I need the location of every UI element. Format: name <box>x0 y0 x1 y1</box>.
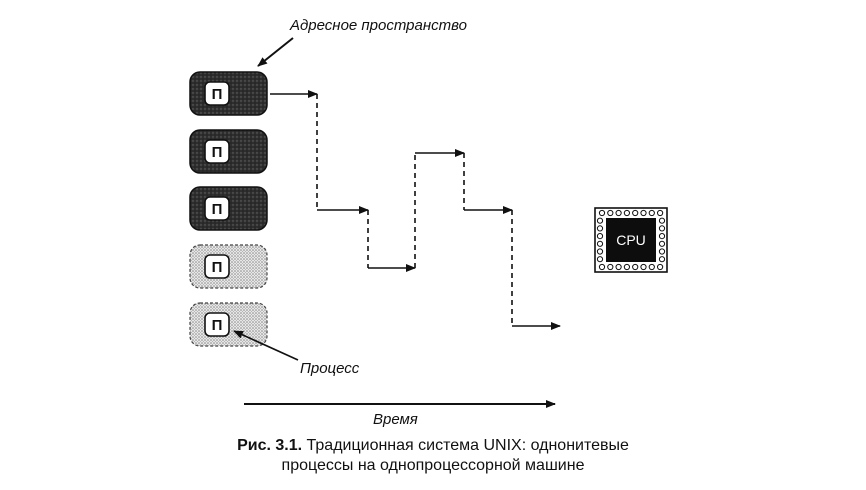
cpu-pin <box>657 263 664 271</box>
cpu-pin <box>607 263 614 271</box>
cpu-pin <box>623 263 631 271</box>
cpu-pin <box>648 263 655 271</box>
caption-line-2: процессы на однопроцессорной машине <box>281 457 585 474</box>
cpu-label: CPU <box>616 232 646 248</box>
process-box: П <box>189 129 268 174</box>
cpu-die <box>606 218 656 262</box>
process-pointer-arrow <box>233 330 299 361</box>
process-stack: П П П П П <box>189 71 268 347</box>
process-marker <box>204 81 230 106</box>
figure-number: Рис. 3.1. <box>237 437 303 454</box>
cpu-pin <box>648 209 655 217</box>
cpu-pin <box>657 209 664 217</box>
cpu-pin <box>615 263 622 271</box>
cpu-pin <box>658 240 666 247</box>
cpu-pin <box>640 263 647 271</box>
cpu-pins <box>596 209 666 271</box>
time-label: Время <box>373 411 418 428</box>
cpu-pin <box>632 263 639 271</box>
cpu-pin <box>596 233 604 240</box>
process-letter: П <box>212 317 223 334</box>
process-label: Процесс <box>300 360 360 377</box>
cpu-pin <box>658 233 666 240</box>
caption-line-1: Рис. 3.1. Традиционная система UNIX: одн… <box>0 436 866 456</box>
cpu-pin <box>640 209 647 217</box>
cpu-pin <box>607 209 614 217</box>
address-space-label: Адресное пространство <box>289 17 467 34</box>
process-letter: П <box>212 144 223 161</box>
process-marker <box>204 254 230 279</box>
process-letter: П <box>212 86 223 103</box>
cpu-chip-icon: CPU <box>594 207 668 273</box>
process-box: П <box>189 186 268 231</box>
execution-trace <box>270 90 561 330</box>
cpu-pin <box>658 225 666 232</box>
cpu-pin <box>596 248 604 255</box>
cpu-pin <box>598 209 606 217</box>
process-letter: П <box>212 259 223 276</box>
process-box: П <box>189 244 268 289</box>
cpu-pin <box>658 256 666 263</box>
cpu-pin <box>596 256 604 263</box>
process-marker <box>204 312 230 337</box>
cpu-pin <box>598 263 606 271</box>
cpu-pin <box>632 209 639 217</box>
process-letter: П <box>212 201 223 218</box>
process-box: П <box>189 302 268 347</box>
cpu-pin <box>615 209 622 217</box>
process-box: П <box>189 71 268 116</box>
process-marker <box>204 139 230 164</box>
address-space-pointer-arrow <box>257 37 294 67</box>
cpu-pin <box>596 240 604 247</box>
cpu-pin <box>658 217 666 224</box>
cpu-pin <box>658 248 666 255</box>
caption-text-1: Традиционная система UNIX: однонитевые <box>306 437 629 454</box>
cpu-pin <box>596 225 604 232</box>
figure-caption: Рис. 3.1. Традиционная система UNIX: одн… <box>0 436 866 476</box>
cpu-pin <box>596 217 604 224</box>
cpu-pin <box>623 209 631 217</box>
process-marker <box>204 196 230 221</box>
